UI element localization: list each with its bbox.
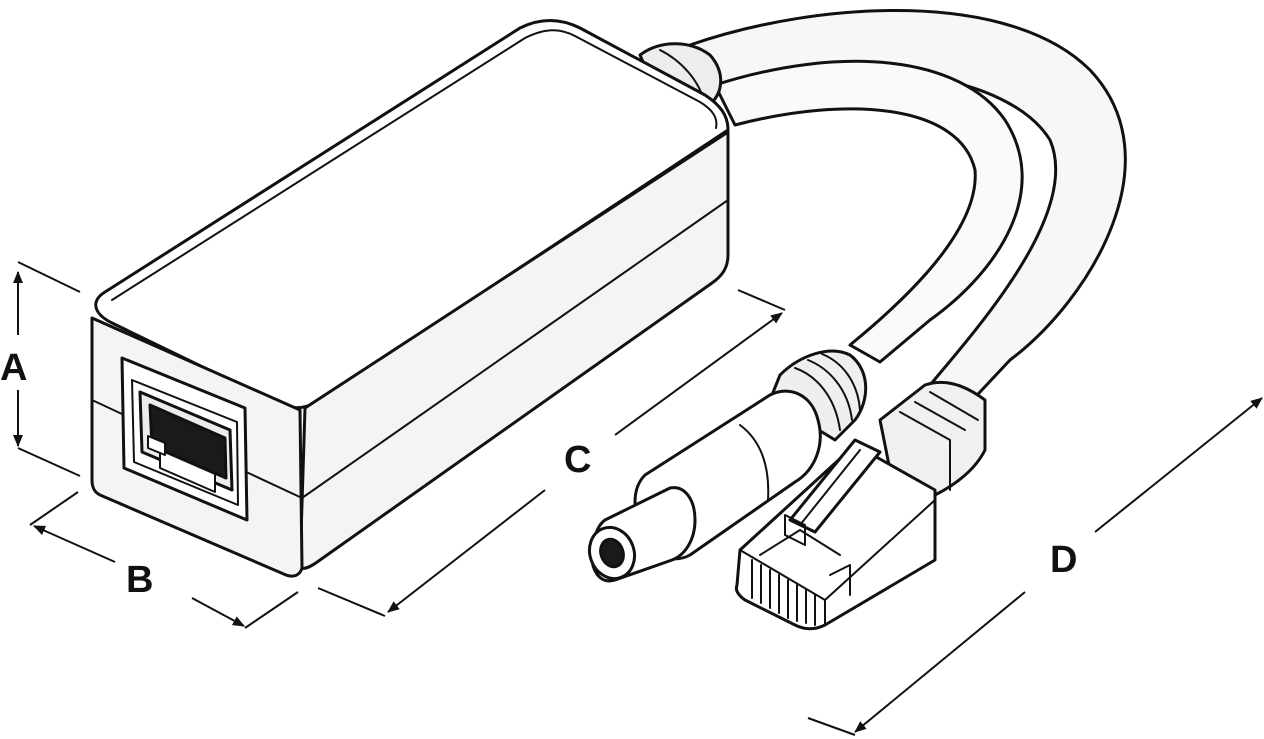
- dimension-label-d: D: [1050, 539, 1077, 581]
- dimension-d: D: [807, 397, 1263, 736]
- dimension-label-b: B: [126, 559, 153, 601]
- body-top-face: [94, 19, 730, 410]
- rj45-plug: [734, 380, 987, 631]
- splitter-body: [90, 19, 730, 578]
- dimension-b: B: [29, 491, 299, 629]
- dimension-a: A: [0, 261, 81, 477]
- rj45-contacts: [751, 559, 816, 626]
- dimension-label-c: C: [564, 439, 591, 481]
- dc-power-cable: [713, 59, 1024, 364]
- rj45-port: [120, 356, 249, 522]
- dimension-c: C: [317, 289, 786, 617]
- dimension-label-a: A: [0, 347, 27, 389]
- dc-barrel-plug: [587, 349, 868, 583]
